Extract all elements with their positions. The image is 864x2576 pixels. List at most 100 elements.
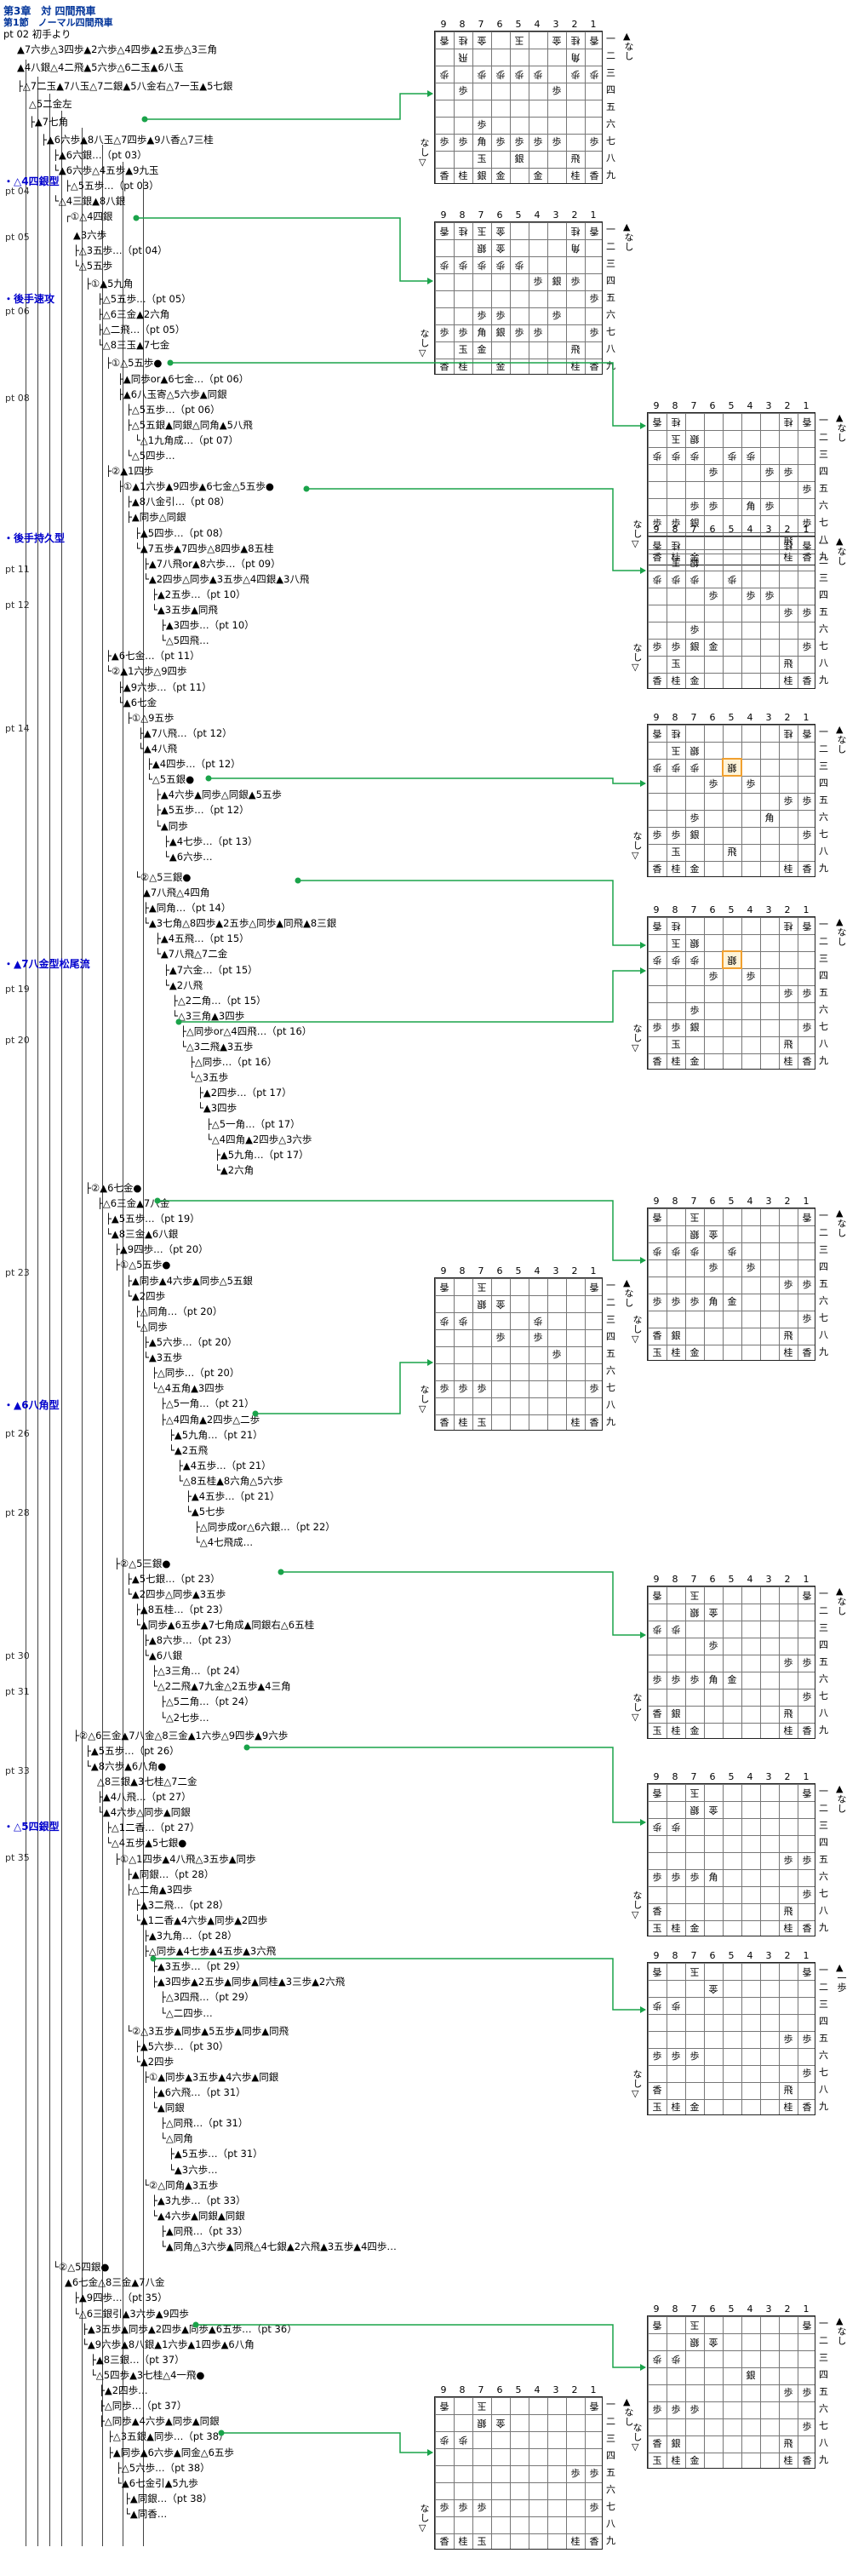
move-line[interactable]: └▲3七角△8四歩▲2五歩△同歩▲同飛▲8三銀: [143, 917, 337, 929]
move-line[interactable]: └△4三銀▲8八銀: [53, 195, 126, 207]
move-line[interactable]: ├△5五歩…（pt 05）: [97, 293, 192, 305]
move-line[interactable]: ├▲3二飛…（pt 28）: [134, 1899, 229, 1911]
move-line[interactable]: ├▲6八玉寄△5六歩▲同銀: [117, 388, 227, 400]
move-line[interactable]: ├▲3九歩…（pt 33）: [152, 2194, 246, 2206]
move-line[interactable]: └②△同角▲3五歩: [143, 2179, 219, 2191]
move-line[interactable]: └▲2八飛: [163, 979, 203, 991]
move-line[interactable]: △8三銀▲3七桂△7二金: [97, 1776, 197, 1787]
move-line[interactable]: ├▲9四歩…（pt 20）: [114, 1243, 209, 1255]
move-line[interactable]: └▲6七金: [117, 697, 157, 709]
move-line[interactable]: ├▲4四歩…（pt 12）: [146, 758, 241, 770]
move-line[interactable]: ├▲3四歩▲2五歩▲同歩▲同桂▲3三歩▲2六飛: [152, 1976, 346, 1988]
move-line[interactable]: └▲3四歩: [197, 1102, 237, 1114]
move-line[interactable]: ├①△5五歩●: [106, 357, 163, 369]
move-line[interactable]: ├②△6三金▲7八金△8三金▲1六歩△9四歩▲9六歩: [73, 1730, 289, 1741]
move-line[interactable]: ├▲3五歩▲同歩▲2四歩▲同歩▲6五歩…（pt 36）: [82, 2323, 297, 2335]
move-line[interactable]: ├▲4五歩…（pt 21）: [186, 1490, 280, 1502]
move-line[interactable]: ├△同歩…（pt 16）: [189, 1056, 278, 1068]
move-line[interactable]: └▲2五飛: [169, 1444, 209, 1456]
move-line[interactable]: ├①▲5九角: [85, 278, 134, 290]
move-line[interactable]: └▲2四歩: [126, 1290, 166, 1302]
move-line[interactable]: ├▲同歩▲6六歩▲同金△6五歩: [107, 2447, 234, 2458]
move-line[interactable]: └▲6八銀: [143, 1649, 183, 1661]
move-line[interactable]: └▲1二香▲4六歩▲同歩▲2四歩: [134, 1914, 268, 1926]
move-line[interactable]: ├①▲同歩▲3五歩▲4六歩▲同銀: [143, 2071, 279, 2083]
move-line[interactable]: ├▲5九角…（pt 17）: [215, 1149, 309, 1161]
move-line[interactable]: └△3三角▲3四歩: [172, 1010, 245, 1022]
move-line[interactable]: ├①▲1六歩▲9四歩▲6七金△5五歩●: [117, 480, 274, 492]
move-line[interactable]: ├▲6六飛…（pt 31）: [152, 2086, 246, 2098]
move-line[interactable]: ├△二飛…（pt 05）: [97, 324, 186, 336]
move-line[interactable]: └▲8六歩▲6八角●: [85, 1760, 167, 1772]
move-line[interactable]: └△同歩: [134, 1321, 168, 1333]
move-line[interactable]: └▲3五歩▲同飛: [152, 604, 218, 616]
move-line[interactable]: └▲4八飛: [138, 743, 178, 754]
move-line[interactable]: ├①△1四歩▲4八飛△3五歩▲同歩: [114, 1853, 256, 1865]
move-line[interactable]: └△4五歩▲5七銀●: [106, 1837, 187, 1849]
move-line[interactable]: └△4四角▲2四歩△3六歩: [206, 1133, 312, 1145]
move-line[interactable]: ├△5一角…（pt 17）: [206, 1118, 300, 1130]
move-line[interactable]: ├▲同角…（pt 14）: [143, 902, 232, 914]
move-line[interactable]: ├△5二角…（pt 24）: [160, 1695, 255, 1707]
move-line[interactable]: ├▲同歩▲4六歩▲同歩△5五銀: [126, 1275, 253, 1287]
move-line[interactable]: ├△同歩成or△6六銀…（pt 22）: [194, 1521, 335, 1533]
move-line[interactable]: └▲6六歩△4五歩▲9九玉: [53, 164, 159, 176]
move-line[interactable]: ├▲5六歩…（pt 30）: [134, 2040, 229, 2052]
move-line[interactable]: ├△6三金▲7八金: [97, 1197, 170, 1209]
move-line[interactable]: ├△同歩▲4六歩▲同歩▲同銀: [99, 2415, 220, 2427]
move-line[interactable]: ├△5一角…（pt 21）: [160, 1397, 255, 1409]
move-line[interactable]: ├△3三角…（pt 24）: [152, 1665, 246, 1677]
move-line[interactable]: ├△同歩…（pt 20）: [152, 1367, 240, 1379]
move-line[interactable]: ├▲9四歩…（pt 35）: [73, 2292, 168, 2303]
move-line[interactable]: └△5四飛…: [160, 634, 209, 646]
move-line[interactable]: ├▲2四歩…: [99, 2384, 148, 2396]
move-line[interactable]: └△5四歩…: [126, 450, 175, 462]
move-line[interactable]: ├▲5五歩…（pt 12）: [155, 804, 249, 816]
move-line[interactable]: ├△3五銀▲同歩…（pt 38）: [107, 2430, 229, 2442]
move-line[interactable]: ▲3六歩: [73, 229, 107, 241]
move-line[interactable]: ├②▲6七金●: [85, 1182, 142, 1194]
move-line[interactable]: └▲2六角: [215, 1164, 255, 1176]
move-line[interactable]: ├▲3五歩…（pt 29）: [152, 1960, 246, 1972]
move-line[interactable]: ├▲9六歩…（pt 11）: [117, 681, 212, 693]
move-line[interactable]: ├△6三金▲2六角: [97, 308, 170, 320]
move-line[interactable]: pt 02 初手より: [3, 28, 72, 40]
move-line[interactable]: ├▲8六歩…（pt 23）: [143, 1634, 237, 1646]
move-line[interactable]: └△2二飛▲7九金△2五歩▲4三角: [152, 1680, 291, 1692]
move-line[interactable]: └▲同歩▲6五歩▲7七角成▲同銀右△6五桂: [134, 1619, 315, 1631]
move-line[interactable]: └△5五銀●: [146, 773, 195, 785]
move-line[interactable]: ▲7八飛△4四角: [143, 886, 210, 898]
move-line[interactable]: └▲9六歩▲8八銀▲1六歩▲1四歩▲6八角: [82, 2338, 255, 2350]
move-line[interactable]: └△3二飛▲3五歩: [180, 1041, 254, 1053]
move-line[interactable]: └▲同歩: [155, 820, 188, 832]
move-line[interactable]: ├▲6六銀…（pt 03）: [53, 149, 147, 161]
move-line[interactable]: └△1九角成…（pt 07）: [134, 434, 239, 446]
move-line[interactable]: ├▲8八金引…（pt 08）: [126, 496, 231, 508]
move-line[interactable]: └▲3六歩…: [169, 2164, 218, 2176]
move-line[interactable]: └▲同銀: [152, 2102, 185, 2114]
move-line[interactable]: ├▲5五歩…（pt 19）: [106, 1213, 200, 1225]
move-line[interactable]: ├▲6七金…（pt 11）: [106, 650, 200, 662]
move-line[interactable]: ├△7二玉▲7八玉△7二銀▲5八金右△7一玉▲5七銀: [17, 80, 233, 92]
move-line[interactable]: └▲6七金引▲5九歩: [116, 2477, 198, 2489]
move-line[interactable]: ├▲7八飛or▲8六歩…（pt 09）: [143, 558, 281, 570]
move-line[interactable]: ├①△9五歩: [126, 712, 175, 724]
move-line[interactable]: └▲4六歩△同歩▲同銀: [97, 1806, 191, 1818]
move-line[interactable]: ├②△5三銀●: [114, 1558, 171, 1569]
move-line[interactable]: └▲同香…: [124, 2508, 168, 2520]
move-line[interactable]: ├▲4五歩…（pt 21）: [177, 1460, 272, 1472]
move-line[interactable]: └△8三玉▲7七金: [97, 339, 170, 351]
move-line[interactable]: ├△二角▲3四歩: [126, 1884, 192, 1896]
move-line[interactable]: ├①△5五歩●: [114, 1259, 171, 1271]
move-line[interactable]: ├▲2五歩…（pt 10）: [152, 588, 246, 600]
move-line[interactable]: ├▲8三銀…（pt 37）: [90, 2354, 185, 2366]
move-line[interactable]: └△同角: [160, 2132, 193, 2144]
move-line[interactable]: ├▲同銀…（pt 38）: [124, 2493, 213, 2504]
move-line[interactable]: ├▲同歩or▲6七金…（pt 06）: [117, 373, 249, 385]
move-line[interactable]: ├▲5九角…（pt 21）: [169, 1429, 263, 1441]
move-line[interactable]: ├▲4七歩…（pt 13）: [163, 835, 258, 847]
move-line[interactable]: ├▲5七銀…（pt 23）: [126, 1573, 220, 1585]
move-line[interactable]: ▲6七金△8三金▲7八金: [65, 2276, 165, 2288]
move-line[interactable]: └▲8三金▲6八銀: [106, 1228, 179, 1240]
move-line[interactable]: └②△5三銀●: [134, 871, 192, 883]
